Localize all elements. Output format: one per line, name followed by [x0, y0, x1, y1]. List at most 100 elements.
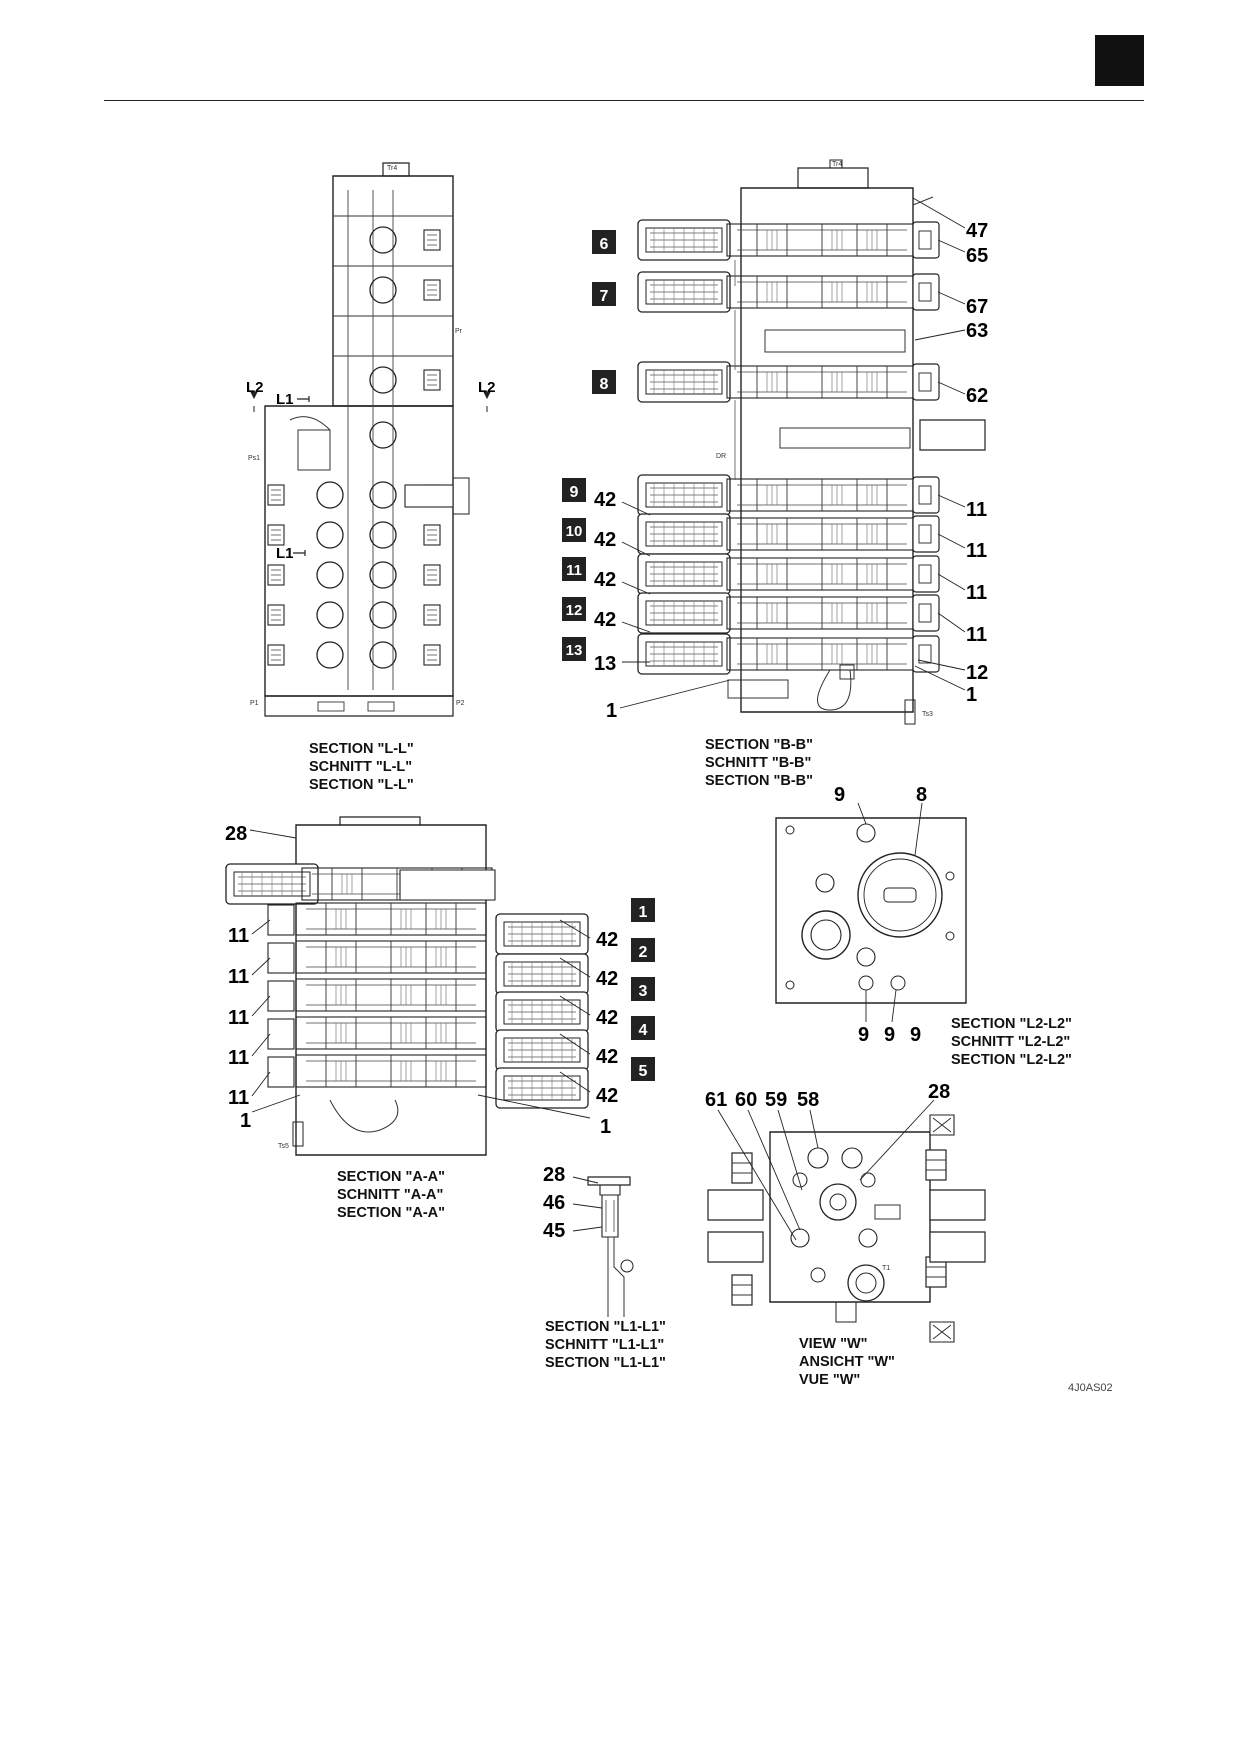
callout-67: 67	[966, 296, 988, 318]
callout-28-w: 28	[928, 1081, 950, 1103]
callout-9-l2l2-a: 9	[858, 1024, 869, 1046]
port-t1: T1	[882, 1265, 890, 1272]
boxed-number-13: 13	[562, 637, 586, 661]
callout-42-aa-c: 42	[596, 1007, 618, 1029]
callout-1-aa-right: 1	[600, 1116, 611, 1138]
section-l2l2-leaders	[857, 802, 923, 1023]
svg-text:1: 1	[639, 904, 648, 921]
svg-text:11: 11	[566, 562, 582, 579]
callout-42-bb-d: 42	[594, 609, 616, 631]
callout-42-aa-d: 42	[596, 1046, 618, 1068]
caption-w-en: VIEW "W"	[799, 1336, 868, 1352]
caption-l2l2-en: SECTION "L2-L2"	[951, 1016, 1072, 1032]
caption-l1l1-de: SCHNITT "L1-L1"	[545, 1337, 665, 1353]
section-bb-drawing	[637, 159, 986, 725]
section-marker-l1-top: L1	[276, 391, 294, 408]
callout-61: 61	[705, 1089, 727, 1111]
view-w-drawing	[707, 1114, 986, 1343]
callout-42-bb-c: 42	[594, 569, 616, 591]
boxed-number-8: 8	[592, 370, 616, 394]
port-ts5: Ts5	[278, 1143, 289, 1150]
caption-ll-fr: SECTION "L-L"	[309, 777, 414, 793]
svg-text:9: 9	[570, 484, 579, 501]
callout-13: 13	[594, 653, 616, 675]
callout-42-aa-e: 42	[596, 1085, 618, 1107]
callout-11-aa-e: 11	[228, 1087, 249, 1109]
port-tr4-ll: Tr4	[387, 165, 397, 172]
callout-63: 63	[966, 320, 988, 342]
port-p2: P2	[456, 700, 465, 707]
callout-28-aa: 28	[225, 823, 247, 845]
port-ps1: Ps1	[248, 455, 260, 462]
boxed-number-4: 4	[631, 1016, 655, 1040]
boxed-number-10: 10	[562, 518, 586, 542]
svg-text:4: 4	[639, 1022, 648, 1039]
caption-view-w: VIEW "W" ANSICHT "W" VUE "W"	[799, 1335, 895, 1389]
callout-11-bb-a: 11	[966, 499, 987, 521]
callout-62: 62	[966, 385, 988, 407]
svg-text:5: 5	[639, 1063, 648, 1080]
callout-59: 59	[765, 1089, 787, 1111]
section-l1l1-drawing	[587, 1176, 634, 1317]
callout-65: 65	[966, 245, 988, 267]
callout-28-l1l1: 28	[543, 1164, 565, 1186]
callout-42-aa-b: 42	[596, 968, 618, 990]
callout-46: 46	[543, 1192, 565, 1214]
section-aa-leaders	[249, 829, 591, 1119]
caption-w-fr: VUE "W"	[799, 1372, 861, 1388]
svg-text:7: 7	[600, 288, 609, 305]
view-w-leaders	[717, 1099, 935, 1241]
caption-bb-fr: SECTION "B-B"	[705, 773, 813, 789]
chapter-tab-marker	[1095, 35, 1144, 86]
callout-42-bb-b: 42	[594, 529, 616, 551]
callout-42-aa-a: 42	[596, 929, 618, 951]
section-l1l1-leaders	[572, 1176, 603, 1232]
caption-ll-en: SECTION "L-L"	[309, 741, 414, 757]
boxed-number-11: 11	[562, 557, 586, 581]
caption-l1l1-en: SECTION "L1-L1"	[545, 1319, 666, 1335]
port-dr: DR	[716, 453, 726, 460]
callout-9-l2l2-c: 9	[910, 1024, 921, 1046]
port-tr4-bb: Tr4	[832, 161, 842, 168]
caption-aa-fr: SECTION "A-A"	[337, 1205, 445, 1221]
section-marker-l2-left: L2	[246, 379, 264, 396]
boxed-number-1: 1	[631, 898, 655, 922]
callout-11-bb-b: 11	[966, 540, 987, 562]
boxed-number-9: 9	[562, 478, 586, 502]
caption-aa-en: SECTION "A-A"	[337, 1169, 445, 1185]
figure-code: 4J0AS02	[1068, 1382, 1113, 1394]
callout-11-aa-c: 11	[228, 1007, 249, 1029]
caption-section-l1l1: SECTION "L1-L1" SCHNITT "L1-L1" SECTION …	[545, 1318, 666, 1372]
caption-bb-en: SECTION "B-B"	[705, 737, 813, 753]
callout-12: 12	[966, 662, 988, 684]
section-ll-drawing	[250, 162, 491, 717]
section-aa-drawing	[225, 816, 589, 1156]
boxed-number-2: 2	[631, 938, 655, 962]
caption-section-ll: SECTION "L-L" SCHNITT "L-L" SECTION "L-L…	[309, 740, 414, 794]
callout-11-aa-b: 11	[228, 966, 249, 988]
svg-text:3: 3	[639, 983, 648, 1000]
caption-section-bb: SECTION "B-B" SCHNITT "B-B" SECTION "B-B…	[705, 736, 813, 790]
callout-1-bb-right: 1	[966, 684, 977, 706]
boxed-number-7: 7	[592, 282, 616, 306]
callout-11-aa-a: 11	[228, 925, 249, 947]
caption-w-de: ANSICHT "W"	[799, 1354, 895, 1370]
callout-1-bb-left: 1	[606, 700, 617, 722]
svg-text:12: 12	[566, 602, 583, 619]
caption-l2l2-de: SCHNITT "L2-L2"	[951, 1034, 1071, 1050]
callout-45: 45	[543, 1220, 565, 1242]
port-p1: P1	[250, 700, 259, 707]
callout-47: 47	[966, 220, 988, 242]
callout-11-bb-d: 11	[966, 624, 987, 646]
section-l2l2-drawing	[775, 817, 967, 1004]
svg-text:13: 13	[566, 642, 583, 659]
caption-l1l1-fr: SECTION "L1-L1"	[545, 1355, 666, 1371]
callout-1-aa-left: 1	[240, 1110, 251, 1132]
port-ts3: Ts3	[922, 711, 933, 718]
caption-ll-de: SCHNITT "L-L"	[309, 759, 413, 775]
callout-58: 58	[797, 1089, 819, 1111]
caption-section-l2l2: SECTION "L2-L2" SCHNITT "L2-L2" SECTION …	[951, 1015, 1072, 1069]
section-marker-l1-mid: L1	[276, 545, 294, 562]
caption-bb-de: SCHNITT "B-B"	[705, 755, 812, 771]
caption-section-aa: SECTION "A-A" SCHNITT "A-A" SECTION "A-A…	[337, 1168, 445, 1222]
